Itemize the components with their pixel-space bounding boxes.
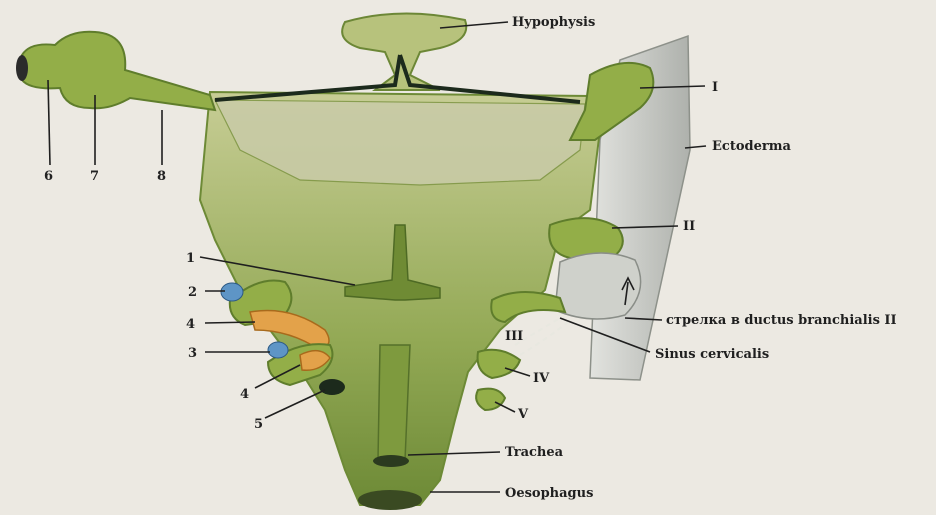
left-duct-opening (16, 55, 28, 81)
num-4a: 4 (186, 317, 195, 332)
blue-body-2 (221, 283, 243, 301)
oesophagus-opening (358, 490, 422, 510)
laryngotracheal-groove (378, 345, 410, 460)
num-7: 7 (90, 169, 99, 184)
num-3: 3 (188, 346, 197, 361)
dark-body-5 (319, 379, 345, 395)
hypophysis-pouch (342, 13, 466, 90)
num-2: 2 (188, 285, 197, 300)
lead-4a (205, 322, 255, 323)
lead-6 (48, 80, 50, 165)
label-roman-IV: IV (533, 371, 550, 386)
label-roman-III: III (505, 329, 523, 344)
num-8: 8 (157, 169, 166, 184)
label-roman-I: I (712, 80, 718, 95)
num-4b: 4 (240, 387, 249, 402)
pouch-V (476, 389, 505, 410)
trachea-opening (373, 455, 409, 467)
num-6: 6 (44, 169, 53, 184)
blue-body-3 (268, 342, 288, 358)
label-roman-V: V (517, 407, 529, 422)
left-duct (22, 32, 215, 110)
pouch-III (491, 292, 565, 322)
pouch-II (549, 218, 623, 258)
num-5: 5 (254, 417, 263, 432)
label-oesophagus: Oesophagus (505, 486, 593, 501)
label-ductus: стрелка в ductus branchialis II (666, 313, 897, 328)
num-1: 1 (186, 251, 195, 266)
lead-5 (265, 390, 325, 418)
label-trachea: Trachea (505, 445, 564, 460)
label-hypophysis: Hypophysis (512, 15, 595, 30)
label-ectoderma: Ectoderma (712, 139, 791, 154)
label-sinus: Sinus cervicalis (655, 347, 769, 362)
pouch-IV (478, 350, 520, 378)
label-roman-II: II (683, 219, 695, 234)
